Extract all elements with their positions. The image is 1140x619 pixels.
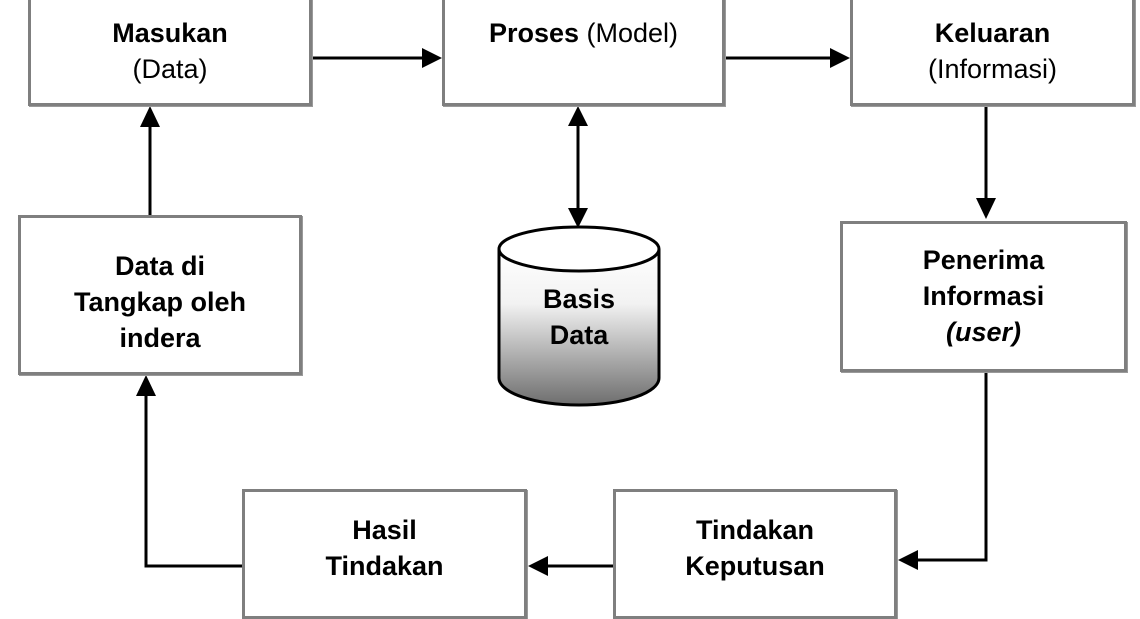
arrow-tindakan-to-hasil: [528, 556, 613, 576]
hasil-line-1: Hasil: [352, 515, 417, 545]
basis-data-label: Basis Data: [498, 281, 660, 353]
masukan-title: Masukan: [112, 18, 228, 48]
keluaran-title: Keluaran: [934, 18, 1051, 48]
proses-title: Proses: [488, 18, 579, 48]
data-di-tangkap-box: Data di Tangkap oleh indera: [18, 215, 302, 375]
arrow-data-di-to-masukan: [140, 106, 160, 215]
data-di-line-1: Data di: [114, 251, 206, 281]
arrow-penerima-to-tindakan: [898, 372, 988, 570]
arrow-keluaran-to-penerima: [976, 106, 996, 219]
keluaran-box: Keluaran (Informasi): [850, 0, 1135, 106]
data-di-line-2: Tangkap oleh: [73, 287, 247, 317]
arrow-proses-basis-data: [568, 106, 588, 228]
masukan-subtitle: (Data): [132, 54, 208, 84]
penerima-line-2: Informasi: [922, 281, 1045, 311]
penerima-informasi-box: Penerima Informasi (user): [840, 221, 1127, 372]
penerima-line-1: Penerima: [922, 245, 1045, 275]
diagram-canvas: [136, 48, 996, 576]
data-di-line-3: indera: [119, 323, 201, 353]
tindakan-keputusan-box: Tindakan Keputusan: [613, 489, 897, 619]
arrow-proses-to-keluaran: [725, 48, 850, 68]
proses-box: Proses (Model): [442, 0, 725, 106]
masukan-box: Masukan (Data): [28, 0, 312, 106]
basis-data-line-2: Data: [549, 320, 609, 350]
hasil-line-2: Tindakan: [325, 551, 444, 581]
arrow-masukan-to-proses: [312, 48, 442, 68]
tindakan-line-2: Keputusan: [685, 551, 825, 581]
hasil-tindakan-box: Hasil Tindakan: [242, 489, 527, 619]
keluaran-subtitle: (Informasi): [927, 54, 1057, 84]
tindakan-line-1: Tindakan: [695, 515, 815, 545]
basis-data-line-1: Basis: [542, 284, 616, 314]
arrow-hasil-to-data-di: [136, 375, 242, 568]
database-cylinder-icon: [497, 225, 661, 407]
penerima-line-3: (user): [945, 317, 1021, 347]
proses-subtitle: (Model): [586, 18, 679, 48]
